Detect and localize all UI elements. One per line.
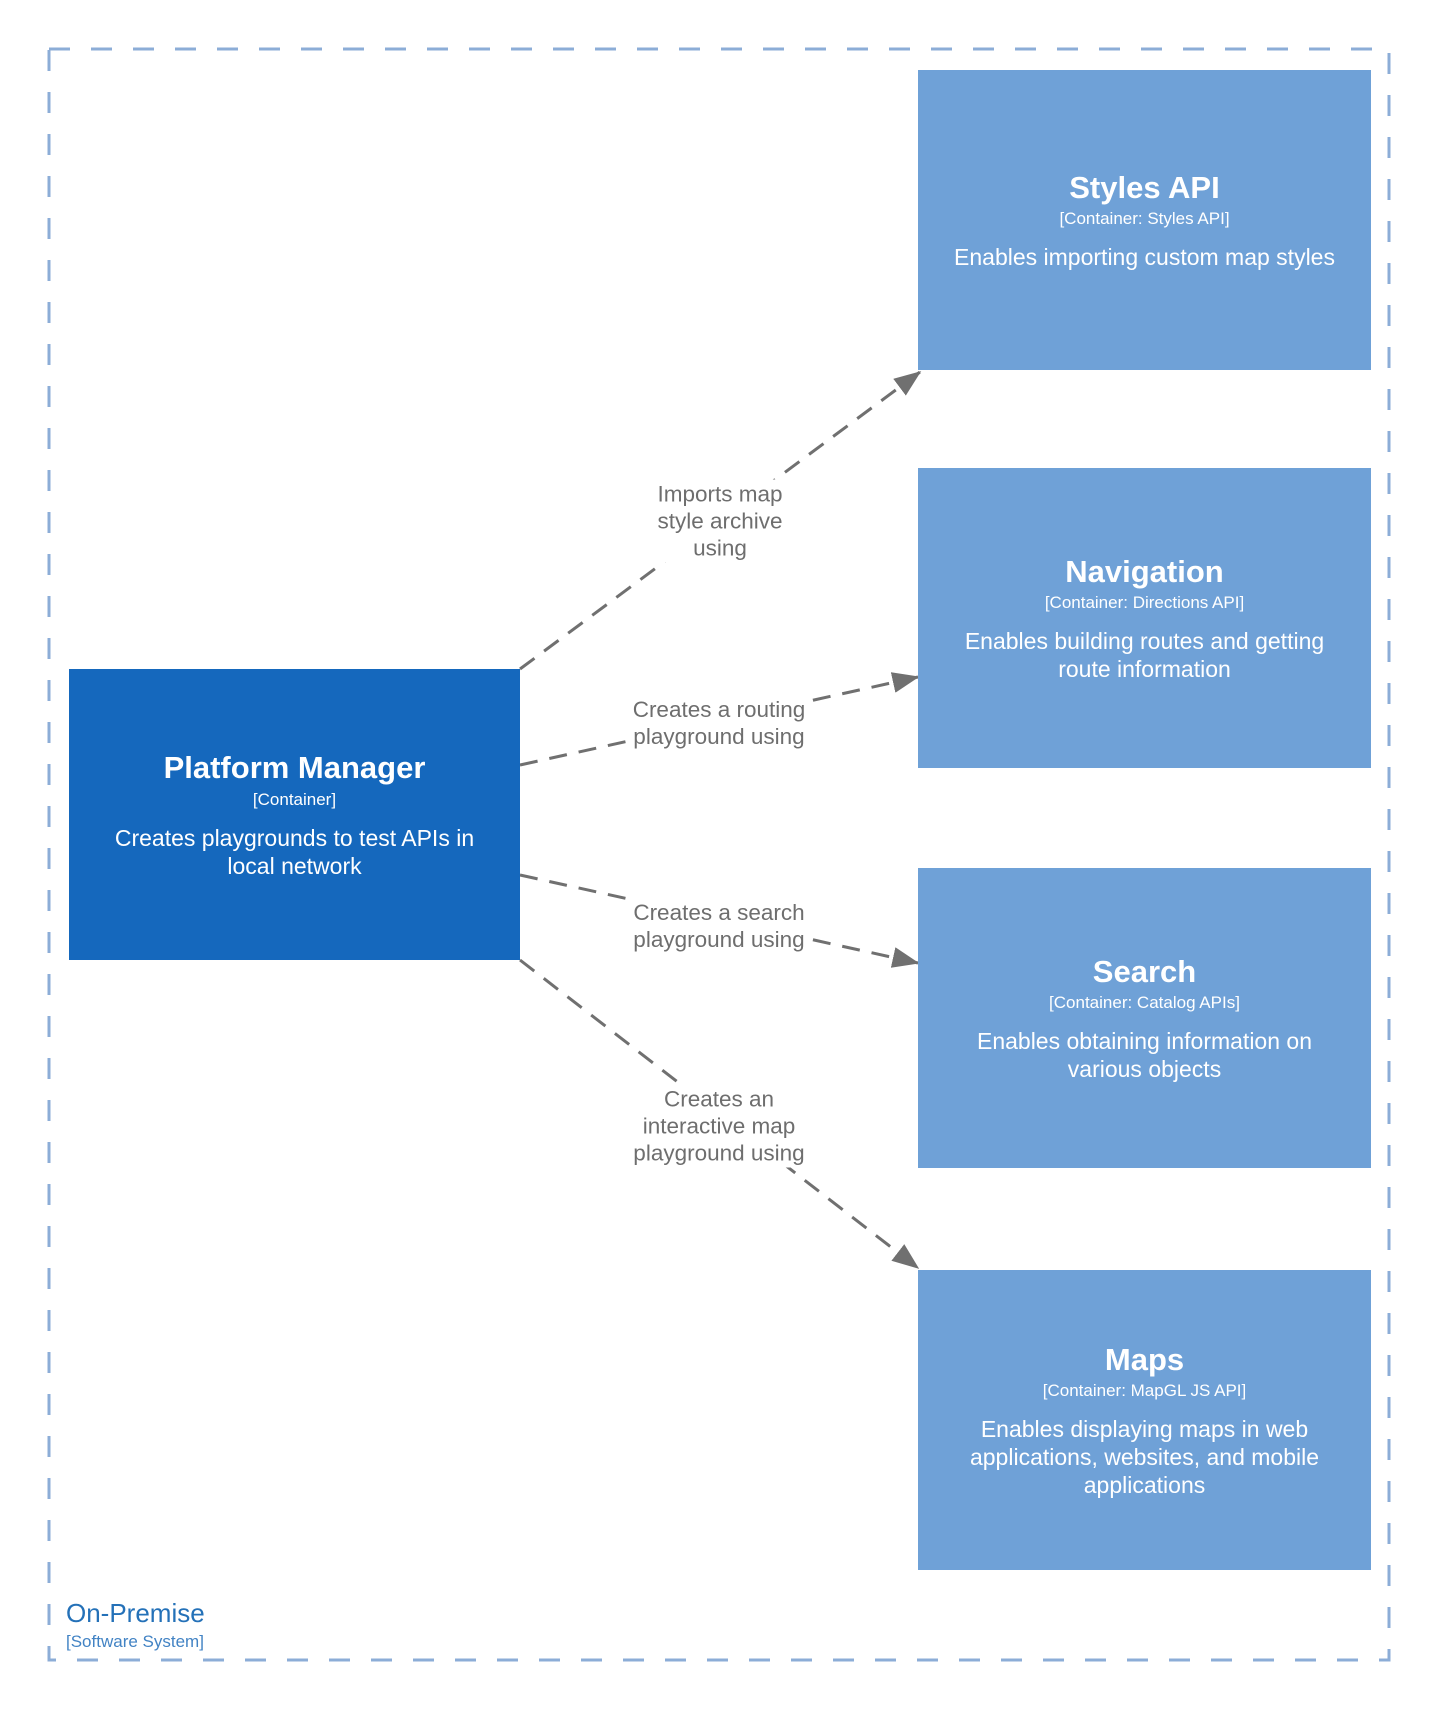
node-description: Enables importing custom map styles — [954, 244, 1335, 271]
node-description: Enables building routes and getting rout… — [964, 628, 1325, 683]
relationship-label-routing-playground: Creates a routing playground using — [627, 695, 811, 751]
node-title: Navigation — [1065, 553, 1224, 589]
node-title: Platform Manager — [163, 750, 426, 786]
node-search: Search [Container: Catalog APIs] Enables… — [918, 868, 1371, 1168]
on-premise-boundary — [47, 47, 1391, 1662]
node-navigation: Navigation [Container: Directions API] E… — [918, 468, 1371, 768]
relationship-label-interactive-map-playground: Creates an interactive map playground us… — [628, 1084, 810, 1168]
relationship-label-imports-map-style: Imports map style archive using — [652, 479, 788, 563]
node-description: Enables obtaining information on various… — [976, 1028, 1312, 1083]
node-description: Enables displaying maps in web applicati… — [969, 1416, 1320, 1499]
node-meta: [Container: Directions API] — [1044, 593, 1245, 613]
node-platform-manager: Platform Manager [Container] Creates pla… — [69, 669, 520, 960]
node-description: Creates playgrounds to test APIs in loca… — [114, 824, 475, 879]
boundary-title: On-Premise — [66, 1598, 205, 1628]
boundary-caption: On-Premise [Software System] — [66, 1598, 205, 1652]
relationship-line-platform-manager-to-navigation — [519, 672, 920, 767]
node-maps: Maps [Container: MapGL JS API] Enables d… — [918, 1270, 1371, 1570]
node-title: Search — [1092, 953, 1197, 989]
node-meta: [Container: MapGL JS API] — [1042, 1381, 1247, 1401]
node-title: Styles API — [1069, 169, 1220, 205]
boundary-subtitle: [Software System] — [66, 1632, 204, 1651]
node-styles-api: Styles API [Container: Styles API] Enabl… — [918, 70, 1371, 370]
node-meta: [Container] — [252, 789, 337, 809]
relationship-line-platform-manager-to-search — [519, 873, 920, 968]
relationship-label-search-playground: Creates a search playground using — [628, 898, 810, 954]
node-title: Maps — [1104, 1341, 1185, 1377]
node-meta: [Container: Catalog APIs] — [1049, 993, 1240, 1013]
node-meta: [Container: Styles API] — [1059, 209, 1230, 229]
